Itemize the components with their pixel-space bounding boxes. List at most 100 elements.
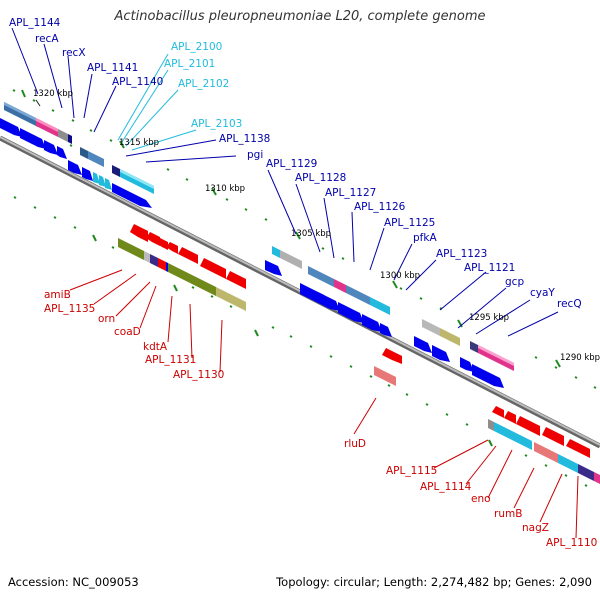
gene-label: APL_1129 (266, 158, 317, 170)
gene-block (168, 263, 216, 296)
ruler-label: 1305 kbp (291, 229, 331, 239)
gene-block (68, 160, 82, 175)
gene-label: APL_1125 (384, 217, 435, 229)
gene-label: APL_1127 (325, 187, 376, 199)
gene-block (144, 251, 150, 263)
gene-label: amiB (44, 289, 71, 301)
gene-block (118, 238, 144, 260)
gene-label: APL_1126 (354, 201, 406, 213)
gene-label: APL_1138 (219, 133, 270, 145)
gene-label: cyaY (530, 287, 555, 299)
gene-block (68, 134, 72, 144)
gene-block (578, 464, 594, 481)
gene-block (542, 427, 564, 446)
gene-label: eno (471, 493, 491, 505)
gene-label: APL_1123 (436, 248, 487, 260)
gene-label: APL_1121 (464, 262, 515, 274)
ruler-label: 1290 kbp (560, 353, 600, 363)
gene-block (36, 118, 58, 132)
gene-block (20, 128, 46, 149)
genome-summary-label: Topology: circular; Length: 2,274,482 bp… (276, 575, 592, 589)
gene-label: APL_1140 (112, 76, 163, 88)
gene-block (0, 118, 22, 137)
gene-label: APL_1131 (145, 354, 196, 366)
gene-block (460, 357, 474, 372)
gene-label: rumB (494, 508, 522, 520)
gene-block (594, 472, 600, 484)
gene-block (506, 428, 532, 450)
gene-block (362, 314, 382, 332)
gene-block (44, 140, 58, 155)
gene-block (494, 422, 506, 437)
gene-block (99, 175, 106, 187)
gene-block (338, 302, 364, 323)
accession-label: Accession: NC_009053 (8, 575, 139, 589)
gene-block (334, 279, 346, 293)
gene-label: nagZ (522, 522, 549, 534)
gene-block (58, 129, 68, 142)
gene-block (120, 169, 154, 189)
gene-label: gcp (505, 276, 524, 288)
gene-block (382, 348, 402, 364)
gene-block (422, 319, 440, 336)
gene-block (414, 336, 432, 353)
gene-label: APL_1128 (295, 172, 346, 184)
gene-label: APL_1144 (9, 17, 61, 29)
top-label-leaders (11, 27, 559, 337)
gene-block (534, 442, 558, 463)
cyan-label-leaders (117, 53, 197, 151)
gene-block (470, 341, 478, 353)
ruler-ticks (12, 89, 597, 389)
gene-label: pgi (247, 149, 263, 161)
gene-block (166, 262, 168, 272)
gene-label: kdtA (143, 341, 168, 353)
gene-block (370, 297, 390, 315)
gene-label: recQ (557, 298, 582, 310)
gene-block (166, 242, 178, 254)
gene-label: coaD (114, 326, 141, 338)
gene-label: pfkA (413, 232, 437, 244)
gene-block (374, 366, 396, 386)
gene-block (318, 292, 340, 311)
gene-block (488, 419, 494, 431)
gene-block (80, 147, 88, 159)
gene-block (88, 151, 104, 167)
gene-block (158, 258, 166, 271)
gene-block (380, 323, 392, 337)
gene-block (150, 254, 158, 267)
gene-block (130, 224, 148, 242)
gene-block (226, 271, 246, 289)
gene-block (112, 183, 152, 208)
gene-block (440, 328, 460, 346)
gene-block (82, 167, 93, 181)
gene-block (112, 165, 120, 177)
gene-label: APL_1135 (44, 303, 95, 315)
gene-block (504, 411, 516, 424)
gene-block (200, 258, 226, 279)
gene-block (478, 345, 514, 366)
gene-block (432, 345, 450, 362)
gene-block (516, 416, 540, 436)
page-title: Actinobacillus pleuropneumoniae L20, com… (114, 9, 486, 24)
gene-block (558, 454, 578, 473)
gene-label: APL_2102 (178, 78, 229, 90)
ruler-label: 1315 kbp (119, 138, 159, 148)
gene-label: APL_1114 (420, 481, 472, 493)
gene-label: orn (98, 313, 115, 325)
reverse-gene-blocks (118, 224, 600, 484)
gene-block (566, 439, 590, 458)
gene-block (156, 238, 168, 250)
ruler-label: 1295 kbp (469, 313, 509, 323)
gene-block (4, 102, 36, 121)
gene-block (57, 146, 67, 159)
gene-block (265, 260, 282, 276)
gene-label: rluD (344, 438, 366, 450)
gene-block (280, 250, 302, 269)
gene-block (492, 406, 504, 418)
gene-label: APL_2101 (164, 58, 215, 70)
gene-label: recX (62, 47, 86, 59)
gene-label: APL_2103 (191, 118, 242, 130)
gene-label: APL_2100 (171, 41, 222, 53)
ruler-leaders (35, 99, 41, 107)
gene-label: APL_1141 (87, 62, 138, 74)
